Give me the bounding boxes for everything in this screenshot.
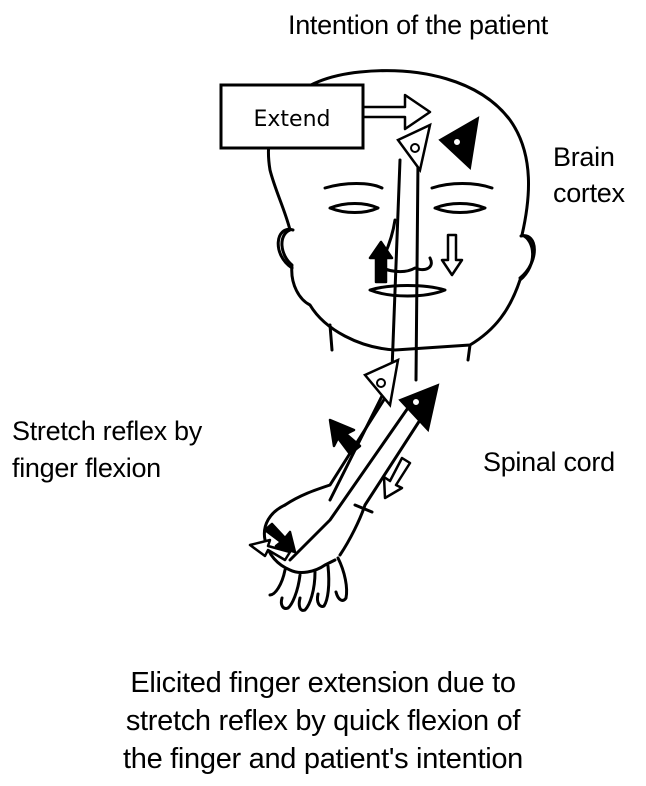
arm-down-white-arrow	[384, 458, 410, 498]
brain-label: Brain	[553, 140, 615, 174]
extend-box-label: Extend	[254, 107, 331, 132]
arrows	[250, 95, 462, 560]
stretch-reflex-label-line1: Stretch reflex by	[12, 414, 202, 448]
right-ear	[520, 236, 534, 278]
neck-right	[468, 345, 470, 360]
right-eye	[435, 204, 485, 213]
finger-3	[299, 572, 315, 610]
finger-1	[270, 570, 285, 595]
descending-tract	[416, 160, 418, 380]
stretch-reflex-label-line2: finger flexion	[12, 451, 161, 485]
finger-4	[317, 566, 328, 606]
left-eyebrow	[325, 184, 382, 189]
arm-up-black-arrow	[330, 420, 360, 454]
caption-line-1: Elicited finger extension due to	[0, 664, 646, 702]
nose	[380, 220, 431, 272]
neck-left	[330, 325, 332, 350]
intention-label: Intention of the patient	[288, 8, 548, 42]
spinal-cord-label: Spinal cord	[483, 445, 615, 479]
finger-5	[336, 558, 347, 600]
neurons	[400, 118, 478, 430]
caption-line-2: stretch reflex by quick flexion of	[0, 702, 646, 740]
right-eyebrow	[432, 184, 492, 189]
left-eye	[330, 204, 378, 213]
extend-arrow	[363, 95, 430, 129]
caption: Elicited finger extension due to stretch…	[0, 664, 646, 778]
down-white-arrow	[442, 235, 462, 275]
ascending-tract	[392, 160, 400, 370]
caption-line-3: the finger and patient's intention	[0, 740, 646, 778]
finger-2	[281, 575, 300, 608]
cortex-label: cortex	[553, 176, 625, 210]
mouth	[370, 286, 445, 297]
